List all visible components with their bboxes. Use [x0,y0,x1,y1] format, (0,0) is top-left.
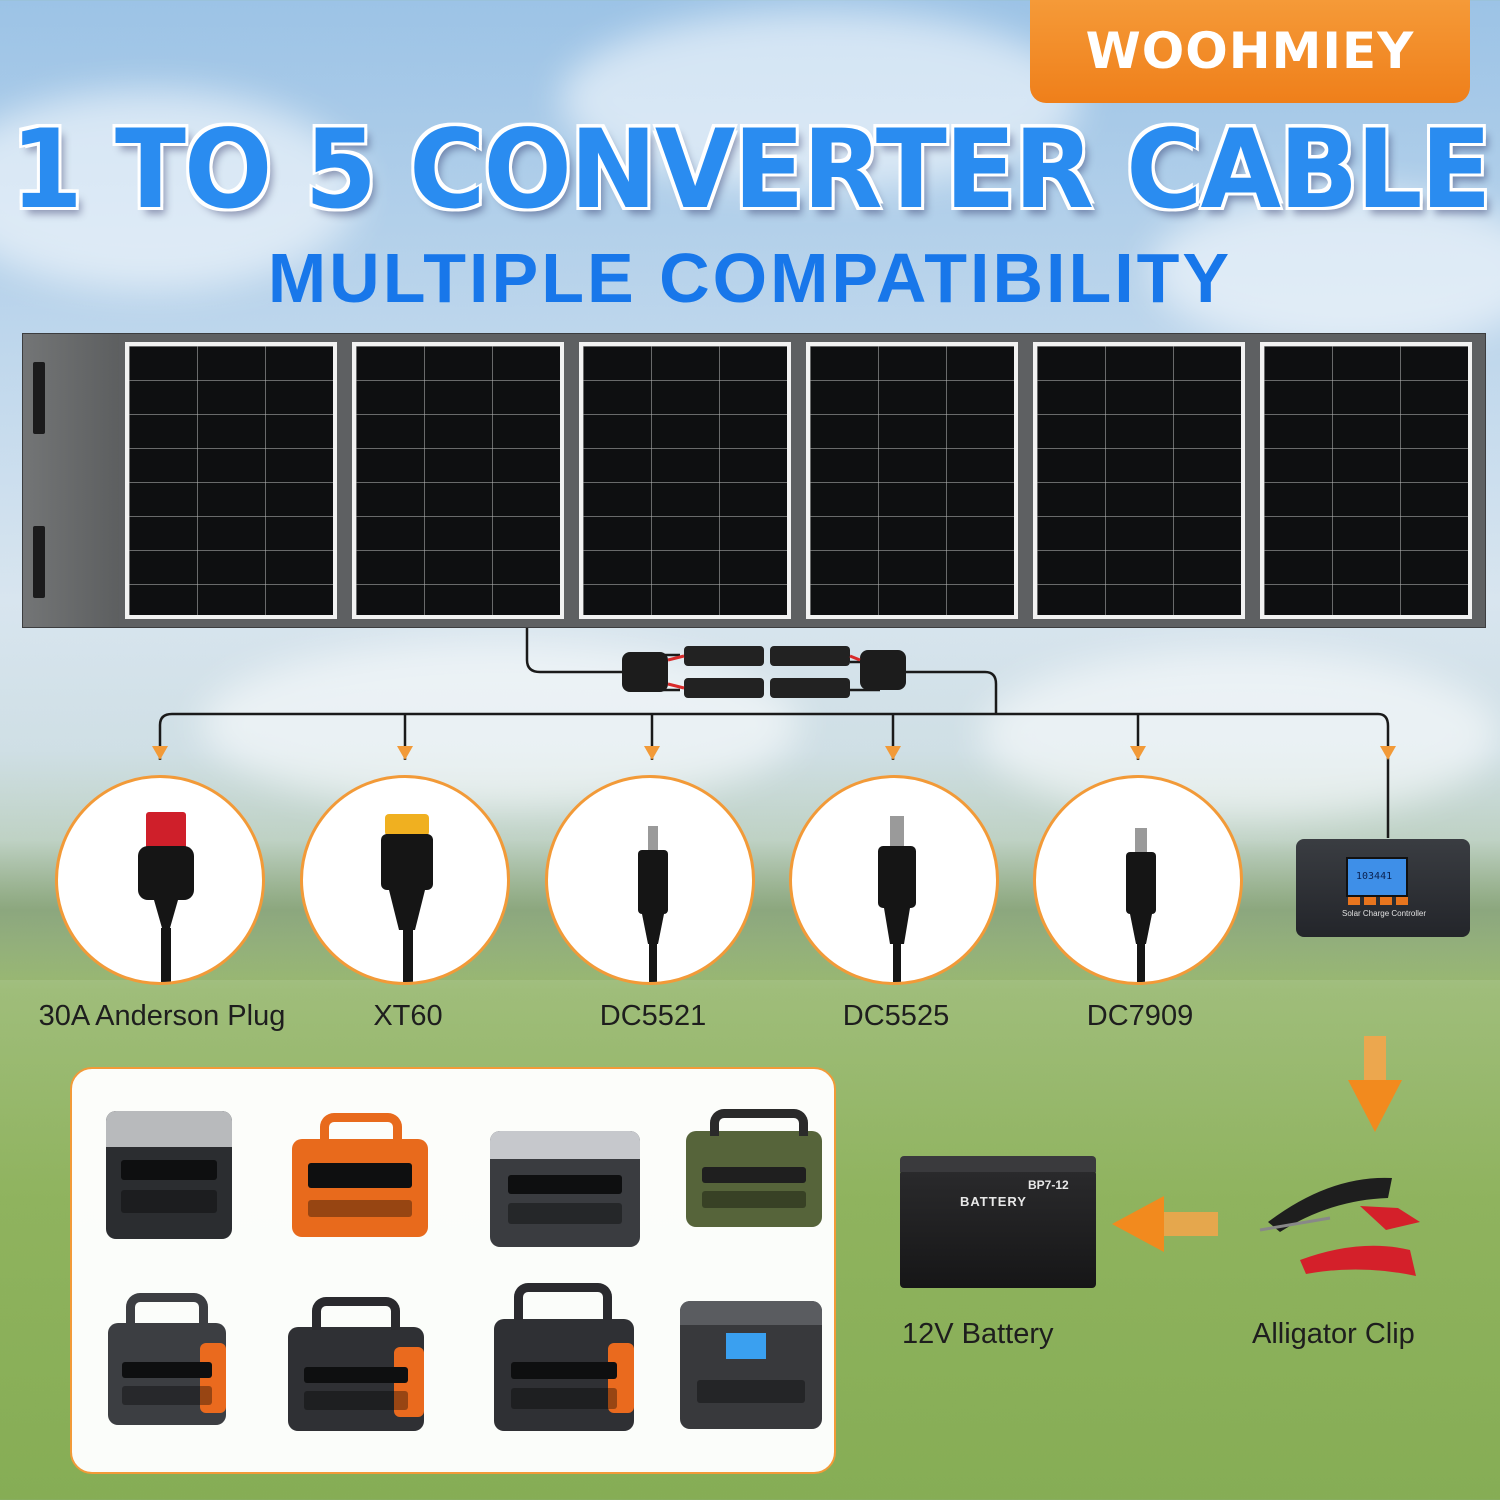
brand-tab: WOOHMIEY [1030,0,1470,103]
alligator-clip-icon [1259,1177,1420,1276]
battery-label: 12V Battery [902,1318,1054,1350]
dc5525-plug-icon [789,775,999,985]
connector-label: DC5521 [599,1000,707,1032]
solar-cell-board [125,342,337,619]
cloud [980,650,1500,820]
power-station-icon [686,1109,822,1227]
cloud [560,10,1080,190]
power-station-icon [680,1301,822,1429]
dc7909-plug-icon [1033,775,1243,985]
down-arrow [1348,1036,1402,1132]
controller-button [1348,897,1360,905]
cloud [1150,190,1500,350]
connector-label: XT60 [373,1000,443,1032]
power-station-icon [292,1113,428,1237]
alligator-clip-label: Alligator Clip [1252,1318,1415,1350]
page-subtitle: MULTIPLE COMPATIBILITY [267,239,1233,317]
connector-label: 30A Anderson Plug [38,1000,286,1032]
solar-charge-controller: 103441 Solar Charge Controller [1296,839,1470,937]
compatible-devices-panel [70,1067,836,1474]
cloud [200,640,800,810]
arrowheads [152,746,1396,760]
controller-screen: 103441 [1346,857,1408,897]
controller-button [1396,897,1408,905]
mc4-branch-connectors [622,646,906,698]
solar-cell-board [1260,342,1472,619]
power-station-icon [494,1283,634,1431]
page-title: 1 TO 5 CONVERTER CABLE [10,104,1491,234]
controller-caption: Solar Charge Controller [1342,909,1427,918]
dc5521-plug-icon [545,775,755,985]
power-station-icon [288,1297,424,1431]
controller-screen-text: 103441 [1356,871,1393,882]
xt60-plug-icon [300,775,510,985]
controller-button [1364,897,1376,905]
controller-button [1380,897,1392,905]
battery-model-text: BP7-12 [1028,1178,1069,1192]
solar-cell-board [1033,342,1245,619]
anderson-plug-icon [55,775,265,985]
panel-slot [33,362,45,434]
brand-logo: WOOHMIEY [1085,22,1415,80]
solar-cell-board [806,342,1018,619]
panel-slot [33,526,45,598]
solar-cell-board [579,342,791,619]
power-station-icon [490,1131,640,1247]
left-arrow [1112,1196,1218,1252]
connector-label: DC5525 [842,1000,950,1032]
panel-flap [23,334,119,627]
battery-brand-text: BATTERY [960,1194,1027,1209]
solar-cell-board [352,342,564,619]
connector-label: DC7909 [1086,1000,1194,1032]
power-station-icon [108,1293,226,1425]
solar-panel [22,333,1486,628]
cloud [0,90,360,290]
power-station-icon [106,1111,232,1239]
battery-icon: BATTERY BP7-12 [900,1156,1096,1288]
